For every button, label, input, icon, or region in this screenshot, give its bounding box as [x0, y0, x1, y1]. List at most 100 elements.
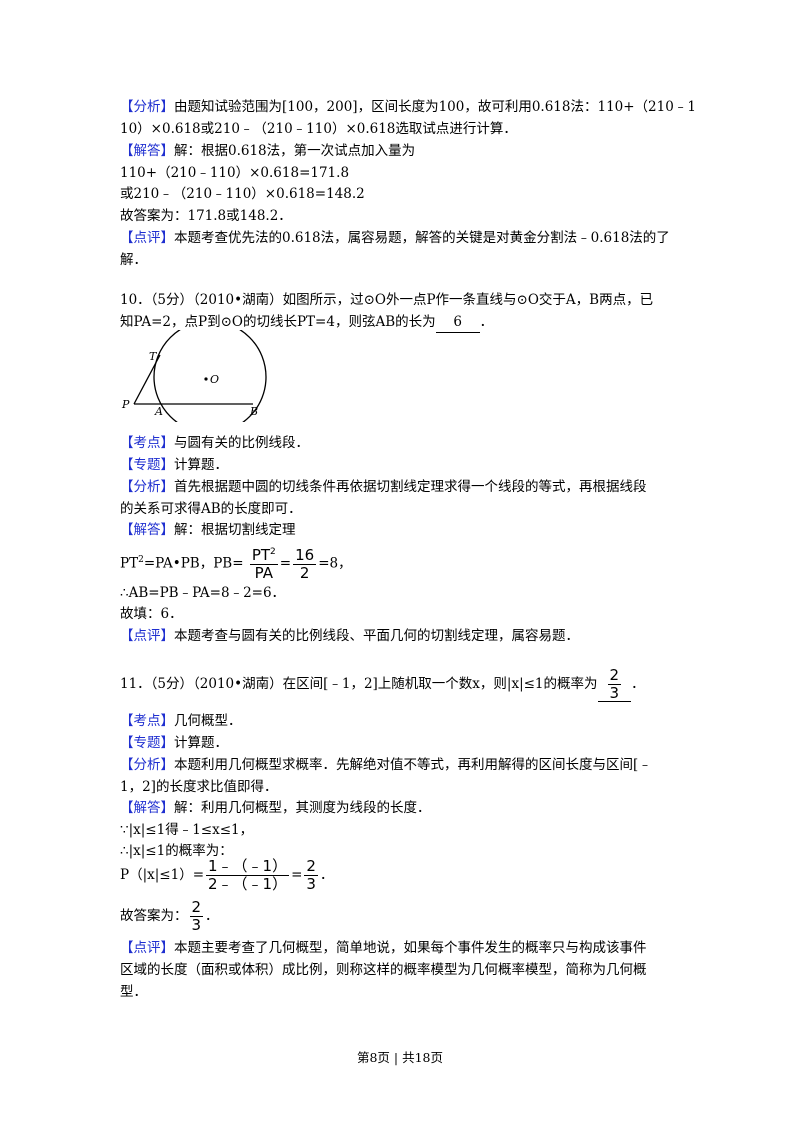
center-dot [204, 377, 208, 381]
frac-2: 2 [299, 563, 310, 582]
label-a: A [154, 405, 163, 418]
q10-answer-blank: 6 [435, 312, 480, 333]
q11-p-num: 1﹣（﹣1） [206, 857, 290, 876]
q10-solution-line3: ∴AB=PB﹣PA=8﹣2=6． [120, 585, 286, 601]
q10-stem-line1: 10．（5分）（2010•湖南）如图所示，过⊙O外一点P作一条直线与⊙O交于A，… [120, 292, 654, 308]
q9-comment-line1: 【点评】本题考查优先法的0.618法，属容易题，解答的关键是对黄金分割法﹣0.6… [120, 228, 670, 248]
q11-comment-line1: 【点评】本题主要考查了几何概型，简单地说，如果每个事件发生的概率只与构成该事件 [120, 938, 647, 958]
label-o: O [210, 373, 219, 386]
q9-analysis-line1: 【分析】由题知试验范围为[100，200]，区间长度为100，故可利用0.618… [120, 97, 696, 117]
q10-stem-text2: 知PA=2，点P到⊙O的切线长PT=4，则弦AB的长为 [120, 314, 436, 330]
q11-point-text: 几何概型． [174, 713, 242, 729]
q9-analysis-line2: 10）×0.618或210﹣（210﹣110）×0.618选取试点进行计算． [120, 121, 517, 137]
frac-16: 16 [293, 545, 317, 565]
frac-pt-exponent: 2 [270, 546, 276, 557]
frac-pt: PT [251, 545, 271, 564]
frac-pa: PA [254, 563, 273, 582]
q11-solution-line1: 【解答】解：利用几何概型，其测度为线段的长度． [120, 798, 431, 818]
q11-final-end: ． [205, 908, 219, 924]
q11-topic-line: 【专题】计算题． [120, 733, 228, 753]
label-p: P [121, 398, 130, 411]
q10-analysis-text1: 首先根据题中圆的切线条件再依据切割线定理求得一个线段的等式，再根据线段 [174, 479, 647, 495]
q11-comment-line2: 区域的长度（面积或体积）成比例，则称这样的概率模型为几何概率模型，简称为几何概 [120, 962, 647, 978]
q11-stem-text: 11．（5分）（2010•湖南）在区间[﹣1，2]上随机取一个数x，则|x|≤1… [120, 676, 598, 692]
analysis-tag: 【分析】 [120, 479, 174, 495]
formula-pa-pb: =PA•PB，PB= [143, 555, 244, 572]
q10-comment-text: 本题考查与圆有关的比例线段、平面几何的切割线定理，属容易题． [174, 628, 579, 644]
q11-point-line: 【考点】几何概型． [120, 711, 242, 731]
label-t: T [149, 350, 158, 363]
q9-comment-line2: 解． [120, 252, 147, 268]
point-tag: 【考点】 [120, 713, 174, 729]
q11-final-label: 故答案为： [120, 908, 188, 924]
analysis-tag: 【分析】 [120, 99, 174, 115]
q11-solution-line2: ∵|x|≤1得﹣1≤x≤1， [120, 822, 254, 838]
q11-p-label: P（|x|≤1）= [120, 867, 205, 883]
q11-p-eq: = [291, 867, 303, 883]
q11-answer-num: 2 [607, 666, 622, 685]
q9-solution-line3: 或210﹣（210﹣110）×0.618=148.2 [120, 186, 365, 202]
q11-p-res-den: 3 [306, 875, 316, 893]
page-footer: 第8页 | 共18页 [356, 1050, 444, 1065]
q10-point-line: 【考点】与圆有关的比例线段． [120, 433, 309, 453]
q11-answer-den: 3 [609, 684, 620, 702]
q11-comment-text1: 本题主要考查了几何概型，简单地说，如果每个事件发生的概率只与构成该事件 [174, 940, 647, 956]
q11-p-den: 2﹣（﹣1） [208, 875, 288, 893]
q10-solution-text1: 解：根据切割线定理 [174, 522, 296, 538]
formula-eq2: =8， [318, 555, 352, 572]
q11-comment-line3: 型． [120, 984, 147, 1000]
formula-eq1: = [279, 555, 292, 572]
comment-tag: 【点评】 [120, 230, 174, 246]
q9-solution-text1: 解：根据0.618法，第一次试点加入量为 [174, 143, 416, 159]
q10-topic-text: 计算题． [174, 457, 228, 473]
q11-p-res-num: 2 [304, 857, 318, 876]
q9-solution-line2: 110+（210﹣110）×0.618=171.8 [120, 165, 350, 181]
q9-comment-text1: 本题考查优先法的0.618法，属容易题，解答的关键是对黄金分割法﹣0.618法的… [174, 230, 670, 246]
q10-point-text: 与圆有关的比例线段． [174, 435, 309, 451]
q11-analysis-text1: 本题利用几何概型求概率．先解绝对值不等式，再利用解得的区间长度与区间[﹣ [174, 757, 652, 773]
solution-tag: 【解答】 [120, 800, 174, 816]
circle-o [153, 330, 267, 422]
q11-topic-text: 计算题． [174, 735, 228, 751]
q10-analysis-line2: 的关系可求得AB的长度即可． [120, 501, 302, 517]
q9-solution-line4: 故答案为：171.8或148.2． [120, 208, 292, 224]
comment-tag: 【点评】 [120, 940, 174, 956]
point-tag: 【考点】 [120, 435, 174, 451]
q11-final-den: 3 [191, 916, 202, 934]
analysis-tag: 【分析】 [120, 757, 174, 773]
q10-solution-line4: 故填：6． [120, 606, 183, 622]
q9-solution-line1: 【解答】解：根据0.618法，第一次试点加入量为 [120, 141, 415, 161]
q11-final-num: 2 [189, 898, 204, 917]
solution-tag: 【解答】 [120, 143, 174, 159]
solution-tag: 【解答】 [120, 522, 174, 538]
q11-p-end: ． [319, 867, 334, 883]
formula-pt-exponent: 2 [138, 555, 144, 565]
q10-stem-end: ． [479, 314, 494, 330]
q11-analysis-line2: 1，2]的长度求比值即得． [120, 779, 278, 795]
q11-p-fraction: 1﹣（﹣1）2﹣（﹣1） [206, 857, 290, 893]
comment-tag: 【点评】 [120, 628, 174, 644]
q10-comment-line: 【点评】本题考查与圆有关的比例线段、平面几何的切割线定理，属容易题． [120, 626, 579, 646]
topic-tag: 【专题】 [120, 457, 174, 473]
q10-circle-figure: T O P A B [121, 330, 267, 422]
formula-pt: PT [120, 555, 139, 572]
q9-analysis-text1: 由题知试验范围为[100，200]，区间长度为100，故可利用0.618法：11… [174, 99, 696, 115]
q11-solution-line3: ∴|x|≤1的概率为： [120, 843, 233, 859]
q10-analysis-line1: 【分析】首先根据题中圆的切线条件再依据切割线定理求得一个线段的等式，再根据线段 [120, 477, 647, 497]
q10-solution-line1: 【解答】解：根据切割线定理 [120, 520, 296, 540]
q10-topic-line: 【专题】计算题． [120, 455, 228, 475]
q11-analysis-line1: 【分析】本题利用几何概型求概率．先解绝对值不等式，再利用解得的区间长度与区间[﹣ [120, 755, 652, 775]
tangent-line-pt [133, 354, 161, 405]
q11-solution-text1: 解：利用几何概型，其测度为线段的长度． [174, 800, 431, 816]
q11-stem-line: 11．（5分）（2010•湖南）在区间[﹣1，2]上随机取一个数x，则|x|≤1… [120, 667, 645, 702]
